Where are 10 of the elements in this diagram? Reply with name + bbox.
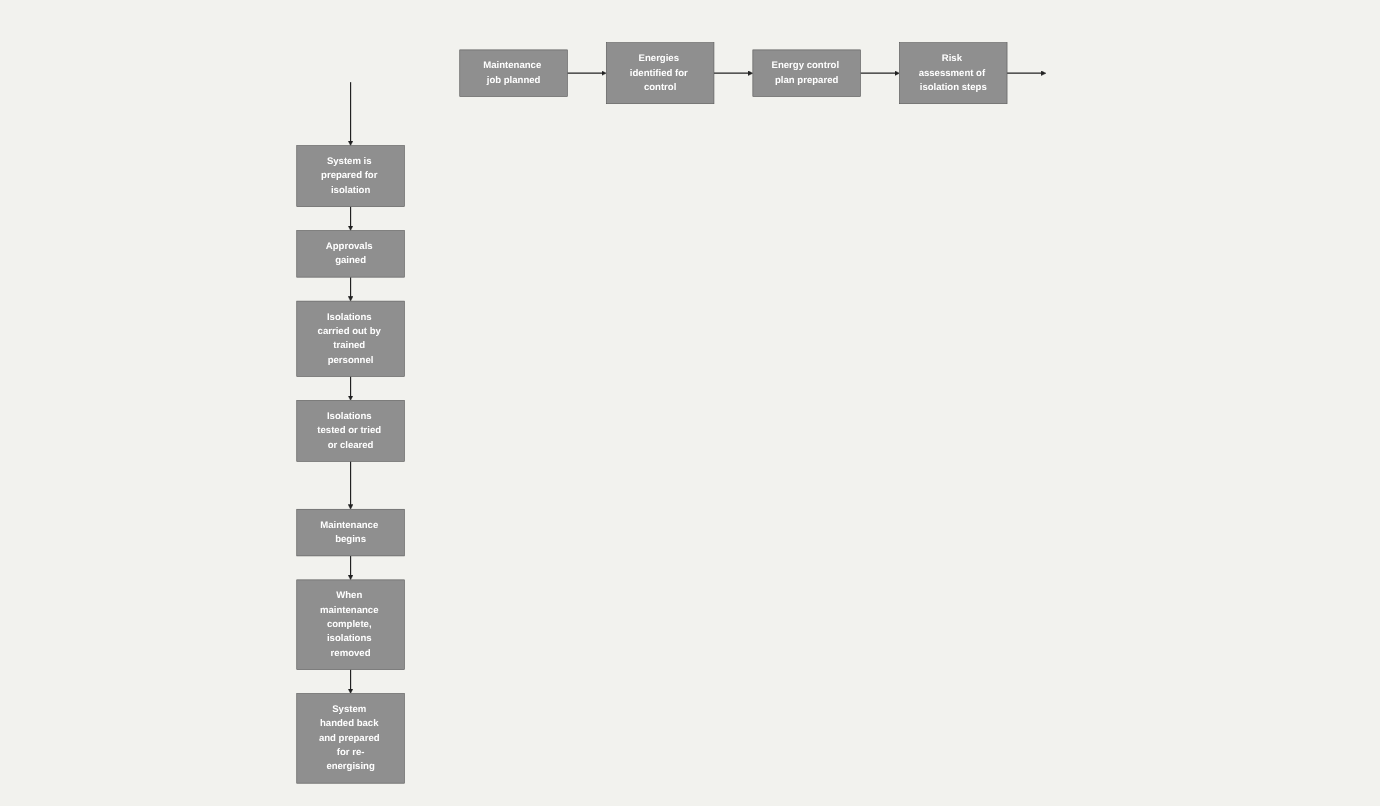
arrow [347,205,354,230]
arrow [347,80,354,145]
arrow [347,374,354,400]
arrow [347,459,354,509]
arrow [566,69,607,75]
arrow [859,69,900,75]
arrow [713,69,754,75]
arrow [1006,69,1047,75]
arrow [347,275,354,301]
arrow [347,667,354,693]
